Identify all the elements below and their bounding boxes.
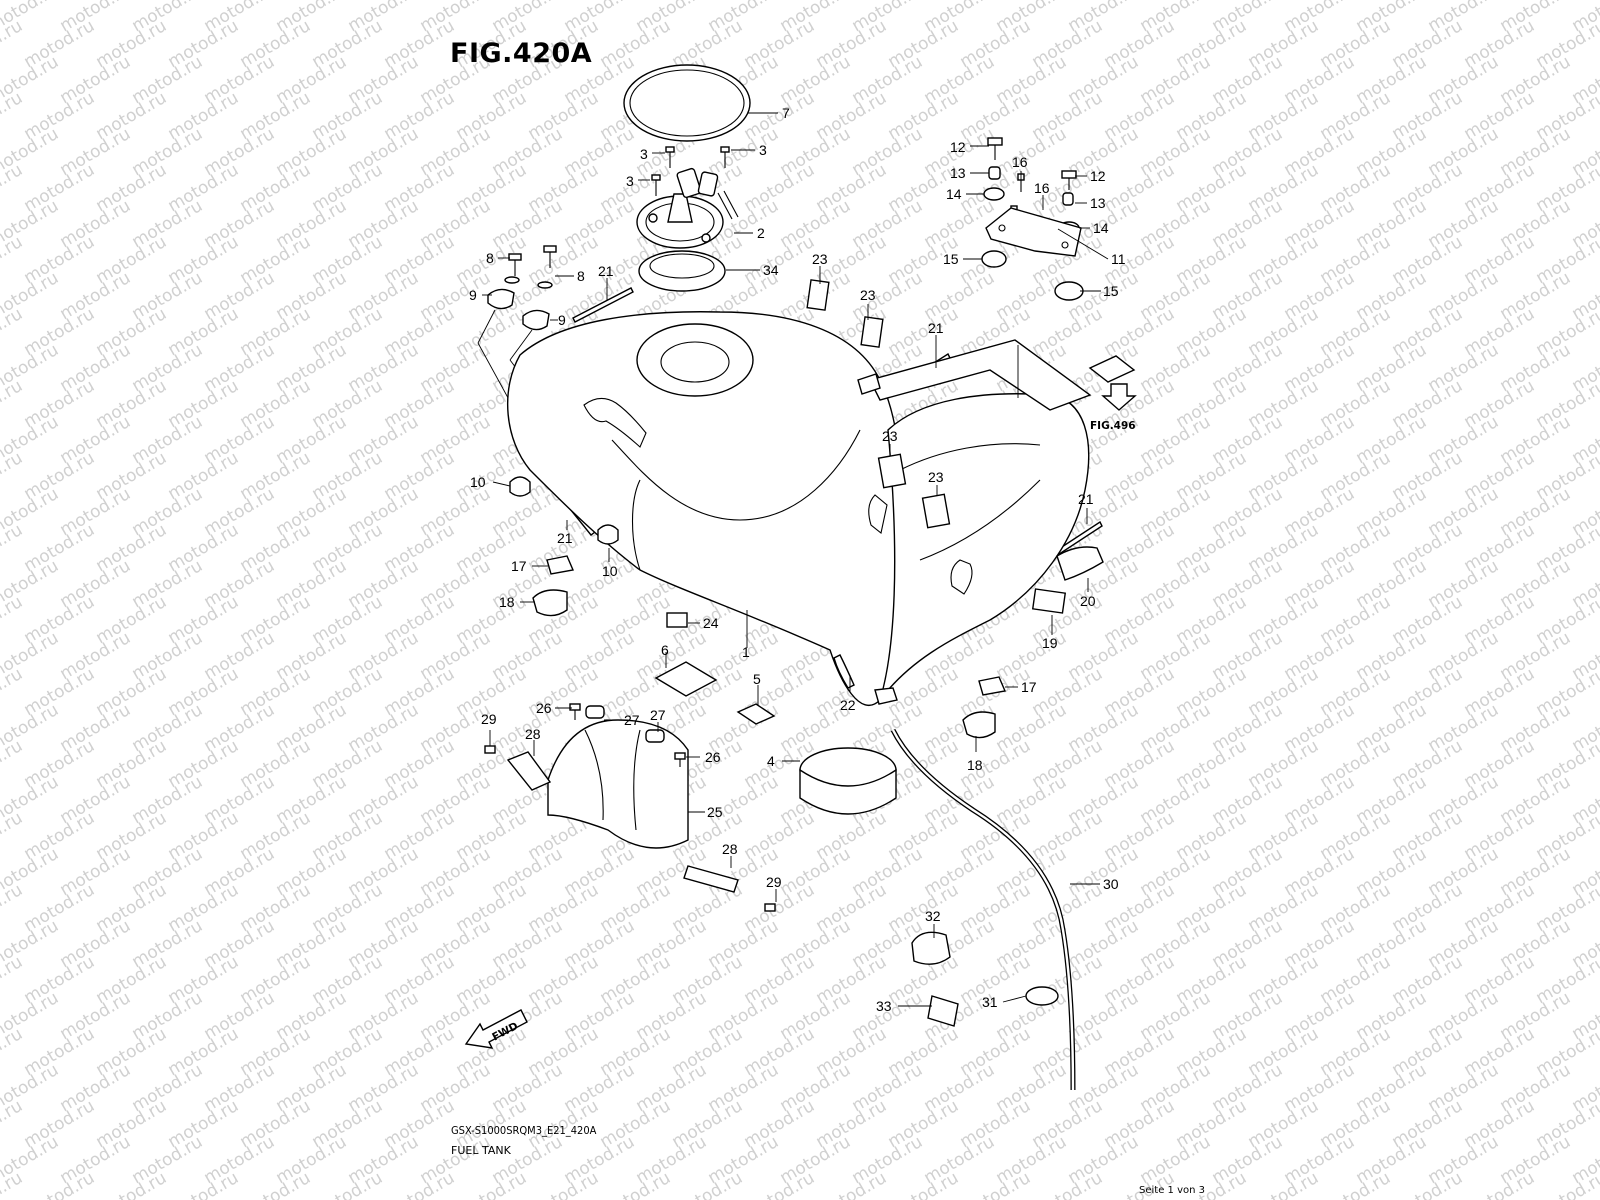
callout-14: 14 <box>946 186 962 202</box>
callout-32: 32 <box>925 908 941 924</box>
callout-23: 23 <box>928 469 944 485</box>
callout-3: 3 <box>626 173 634 189</box>
callout-26: 26 <box>705 749 721 765</box>
fig496-arrow-icon <box>1101 383 1137 411</box>
part-hose-clamps <box>911 931 1059 1027</box>
callout-28: 28 <box>525 726 541 742</box>
fwd-arrow-icon: FWD <box>464 1009 528 1049</box>
callout-29: 29 <box>766 874 782 890</box>
callout-20: 20 <box>1080 593 1096 609</box>
callout-15: 15 <box>1103 283 1119 299</box>
callout-14: 14 <box>1093 220 1109 236</box>
callout-18: 18 <box>499 594 515 610</box>
callout-34: 34 <box>763 262 779 278</box>
callout-1: 1 <box>742 644 750 660</box>
callout-8: 8 <box>577 268 585 284</box>
callout-13: 13 <box>950 165 966 181</box>
callout-27: 27 <box>624 712 640 728</box>
part-drain-hose <box>890 728 1076 1091</box>
callout-16: 16 <box>1034 180 1050 196</box>
callout-23: 23 <box>860 287 876 303</box>
callout-27: 27 <box>650 707 666 723</box>
part-pads <box>532 546 1104 739</box>
callout-10: 10 <box>602 563 618 579</box>
callout-25: 25 <box>707 804 723 820</box>
part-info-label <box>736 703 776 725</box>
callout-30: 30 <box>1103 876 1119 892</box>
callout-3: 3 <box>640 146 648 162</box>
callout-22: 22 <box>840 697 856 713</box>
part-small-label <box>666 612 688 628</box>
part-label-sheet <box>1088 355 1136 383</box>
figure-title: FIG.420A <box>450 38 593 69</box>
callout-2: 2 <box>757 225 765 241</box>
callout-21: 21 <box>928 320 944 336</box>
callout-23: 23 <box>882 428 898 444</box>
callout-7: 7 <box>782 105 790 121</box>
section-name: FUEL TANK <box>451 1144 511 1157</box>
callout-8: 8 <box>486 250 494 266</box>
callout-28: 28 <box>722 841 738 857</box>
callout-numbers: 7 3 3 3 2 34 8 8 9 9 21 23 23 21 11 12 1… <box>469 105 1126 1014</box>
page-indicator: Seite 1 von 3 <box>1139 1185 1205 1196</box>
callout-6: 6 <box>661 642 669 658</box>
callout-29: 29 <box>481 711 497 727</box>
part-grommets <box>509 476 619 545</box>
callout-33: 33 <box>876 998 892 1014</box>
part-heat-shield <box>484 703 776 912</box>
part-fuel-tank <box>506 311 1092 707</box>
part-fuel-cap <box>636 167 739 249</box>
callout-17: 17 <box>1021 679 1037 695</box>
callout-16: 16 <box>1012 154 1028 170</box>
part-pump-band <box>799 747 897 815</box>
part-rear-mount-bracket <box>981 137 1084 301</box>
callout-17: 17 <box>511 558 527 574</box>
callout-19: 19 <box>1042 635 1058 651</box>
part-warning-labels <box>806 279 951 529</box>
callout-12: 12 <box>950 139 966 155</box>
callout-24: 24 <box>703 615 719 631</box>
callout-18: 18 <box>967 757 983 773</box>
callout-9: 9 <box>469 287 477 303</box>
callout-26: 26 <box>536 700 552 716</box>
callout-15: 15 <box>943 251 959 267</box>
callout-13: 13 <box>1090 195 1106 211</box>
callout-4: 4 <box>767 753 775 769</box>
callout-3: 3 <box>759 142 767 158</box>
part-gasket-ring <box>623 64 751 142</box>
model-code: GSX-S1000SRQM3_E21_420A <box>451 1124 597 1137</box>
callout-21: 21 <box>557 530 573 546</box>
callout-leaders <box>482 112 1109 1007</box>
part-filler-seal <box>638 250 726 292</box>
callout-31: 31 <box>982 994 998 1010</box>
callout-11: 11 <box>1111 251 1126 267</box>
reference-fig496: FIG.496 <box>1090 420 1136 432</box>
part-caution-sheet <box>654 661 718 697</box>
callout-9: 9 <box>558 312 566 328</box>
callout-23: 23 <box>812 251 828 267</box>
callout-21: 21 <box>1078 491 1094 507</box>
callout-5: 5 <box>753 671 761 687</box>
callout-10: 10 <box>470 474 486 490</box>
callout-21: 21 <box>598 263 614 279</box>
part-drain-hose-inner <box>891 729 1075 1091</box>
part-cap-screws <box>651 146 730 196</box>
callout-12: 12 <box>1090 168 1106 184</box>
